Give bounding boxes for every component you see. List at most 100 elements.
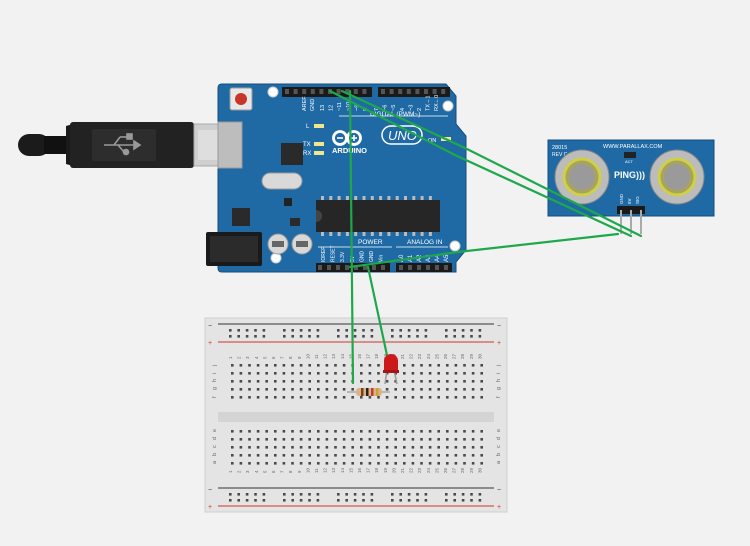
breadboard-hole[interactable]	[437, 438, 440, 441]
breadboard-hole[interactable]	[428, 462, 432, 465]
header-hole[interactable]	[399, 265, 403, 270]
breadboard-hole[interactable]	[480, 364, 483, 367]
rail-hole[interactable]	[399, 335, 402, 338]
breadboard-hole[interactable]	[317, 454, 320, 457]
breadboard-hole[interactable]	[471, 380, 475, 383]
breadboard-hole[interactable]	[256, 380, 260, 383]
breadboard-hole[interactable]	[463, 454, 466, 457]
breadboard-hole[interactable]	[394, 446, 397, 449]
header-hole[interactable]	[408, 265, 412, 270]
breadboard-hole[interactable]	[342, 454, 346, 457]
rail-hole[interactable]	[445, 499, 448, 502]
breadboard-hole[interactable]	[351, 396, 354, 399]
breadboard-hole[interactable]	[420, 438, 423, 441]
breadboard-hole[interactable]	[368, 430, 372, 433]
rail-hole[interactable]	[470, 335, 473, 338]
breadboard-hole[interactable]	[351, 462, 354, 465]
rail-hole[interactable]	[291, 499, 294, 502]
breadboard-hole[interactable]	[239, 454, 243, 457]
breadboard-hole[interactable]	[420, 380, 423, 383]
rail-hole[interactable]	[262, 329, 266, 332]
breadboard-hole[interactable]	[308, 454, 311, 457]
breadboard-hole[interactable]	[248, 462, 251, 465]
rail-hole[interactable]	[254, 329, 257, 332]
breadboard-hole[interactable]	[403, 438, 406, 441]
breadboard-hole[interactable]	[411, 388, 415, 391]
resistor[interactable]	[347, 388, 390, 396]
rail-hole[interactable]	[316, 329, 320, 332]
breadboard-hole[interactable]	[248, 380, 251, 383]
rail-hole[interactable]	[399, 493, 402, 496]
breadboard-hole[interactable]	[385, 388, 389, 391]
breadboard-hole[interactable]	[403, 396, 406, 399]
breadboard-hole[interactable]	[231, 446, 234, 449]
breadboard-hole[interactable]	[351, 438, 354, 441]
breadboard-hole[interactable]	[420, 372, 423, 375]
rail-hole[interactable]	[445, 335, 448, 338]
breadboard-hole[interactable]	[428, 446, 432, 449]
rail-hole[interactable]	[291, 493, 294, 496]
rail-hole[interactable]	[345, 329, 348, 332]
rail-hole[interactable]	[299, 329, 303, 332]
breadboard-hole[interactable]	[368, 364, 372, 367]
breadboard-hole[interactable]	[291, 462, 294, 465]
rail-hole[interactable]	[424, 493, 428, 496]
breadboard-hole[interactable]	[368, 396, 372, 399]
ping-ultrasonic-sensor[interactable]: 28015 REV C WWW.PARALLAX.COM ACT PING)))…	[547, 139, 715, 234]
rail-hole[interactable]	[370, 499, 374, 502]
breadboard-hole[interactable]	[308, 364, 311, 367]
header-hole[interactable]	[444, 265, 448, 270]
breadboard-hole[interactable]	[420, 364, 423, 367]
breadboard-hole[interactable]	[471, 462, 475, 465]
breadboard-hole[interactable]	[248, 372, 251, 375]
rail-hole[interactable]	[470, 493, 473, 496]
rail-hole[interactable]	[362, 329, 365, 332]
breadboard-hole[interactable]	[299, 446, 303, 449]
breadboard-hole[interactable]	[480, 372, 483, 375]
rail-hole[interactable]	[262, 493, 266, 496]
rail-hole[interactable]	[391, 335, 394, 338]
breadboard-hole[interactable]	[403, 462, 406, 465]
breadboard-hole[interactable]	[411, 430, 415, 433]
breadboard-hole[interactable]	[385, 462, 389, 465]
rail-hole[interactable]	[345, 493, 348, 496]
rail-hole[interactable]	[470, 329, 473, 332]
header-hole[interactable]	[398, 89, 403, 94]
breadboard-hole[interactable]	[454, 454, 458, 457]
breadboard-hole[interactable]	[403, 388, 406, 391]
rail-hole[interactable]	[283, 499, 286, 502]
breadboard-hole[interactable]	[282, 438, 286, 441]
breadboard-hole[interactable]	[446, 364, 449, 367]
breadboard-hole[interactable]	[274, 396, 277, 399]
rail-hole[interactable]	[337, 329, 340, 332]
breadboard-hole[interactable]	[256, 438, 260, 441]
breadboard-hole[interactable]	[282, 454, 286, 457]
header-hole[interactable]	[415, 89, 420, 94]
rail-hole[interactable]	[229, 493, 232, 496]
breadboard-hole[interactable]	[325, 430, 329, 433]
header-hole[interactable]	[336, 265, 340, 270]
breadboard-hole[interactable]	[308, 438, 311, 441]
breadboard-hole[interactable]	[377, 446, 380, 449]
rail-hole[interactable]	[391, 493, 394, 496]
breadboard-hole[interactable]	[411, 364, 415, 367]
breadboard-hole[interactable]	[256, 364, 260, 367]
breadboard-hole[interactable]	[248, 446, 251, 449]
breadboard-hole[interactable]	[454, 438, 458, 441]
breadboard-hole[interactable]	[299, 396, 303, 399]
header-hole[interactable]	[336, 89, 341, 94]
breadboard-hole[interactable]	[437, 388, 440, 391]
rail-hole[interactable]	[291, 335, 294, 338]
breadboard-hole[interactable]	[239, 446, 243, 449]
breadboard-hole[interactable]	[463, 430, 466, 433]
rail-hole[interactable]	[461, 329, 465, 332]
breadboard-hole[interactable]	[299, 372, 303, 375]
breadboard-hole[interactable]	[351, 454, 354, 457]
breadboard-hole[interactable]	[231, 462, 234, 465]
breadboard-hole[interactable]	[428, 388, 432, 391]
breadboard-hole[interactable]	[282, 446, 286, 449]
breadboard-hole[interactable]	[385, 438, 389, 441]
breadboard-hole[interactable]	[334, 438, 337, 441]
breadboard-hole[interactable]	[308, 430, 311, 433]
